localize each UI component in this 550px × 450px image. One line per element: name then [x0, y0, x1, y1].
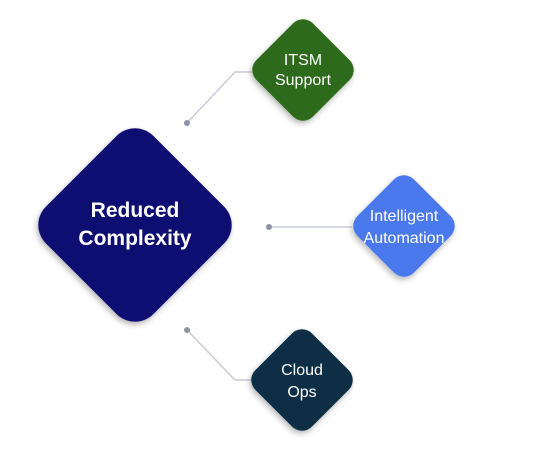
node-itsm-support-label-line2: Support	[275, 72, 332, 89]
connector-dot-automation	[266, 224, 272, 230]
node-intelligent-automation-label-line1: Intelligent	[370, 208, 439, 225]
connector-itsm	[186, 71, 252, 124]
main-node-label-line2: Complexity	[78, 227, 192, 250]
main-node-shape	[38, 128, 232, 322]
connector-cloud	[186, 329, 252, 381]
node-cloud-ops-label-line2: Ops	[287, 384, 316, 401]
node-intelligent-automation-label-line2: Automation	[364, 230, 445, 247]
main-node-reduced-complexity: Reduced Complexity	[38, 128, 232, 322]
main-node-label-line1: Reduced	[91, 199, 180, 222]
node-itsm-support: ITSM Support	[252, 19, 354, 121]
node-itsm-support-shape	[252, 19, 354, 121]
node-intelligent-automation: Intelligent Automation	[353, 175, 455, 277]
node-cloud-ops-label-line1: Cloud	[281, 362, 323, 379]
connectors	[184, 71, 352, 381]
node-intelligent-automation-shape	[353, 175, 455, 277]
connector-dot-cloud	[184, 327, 190, 333]
node-cloud-ops: Cloud Ops	[251, 329, 353, 431]
node-itsm-support-label-line1: ITSM	[284, 52, 322, 69]
node-cloud-ops-shape	[251, 329, 353, 431]
connector-dot-itsm	[184, 120, 190, 126]
